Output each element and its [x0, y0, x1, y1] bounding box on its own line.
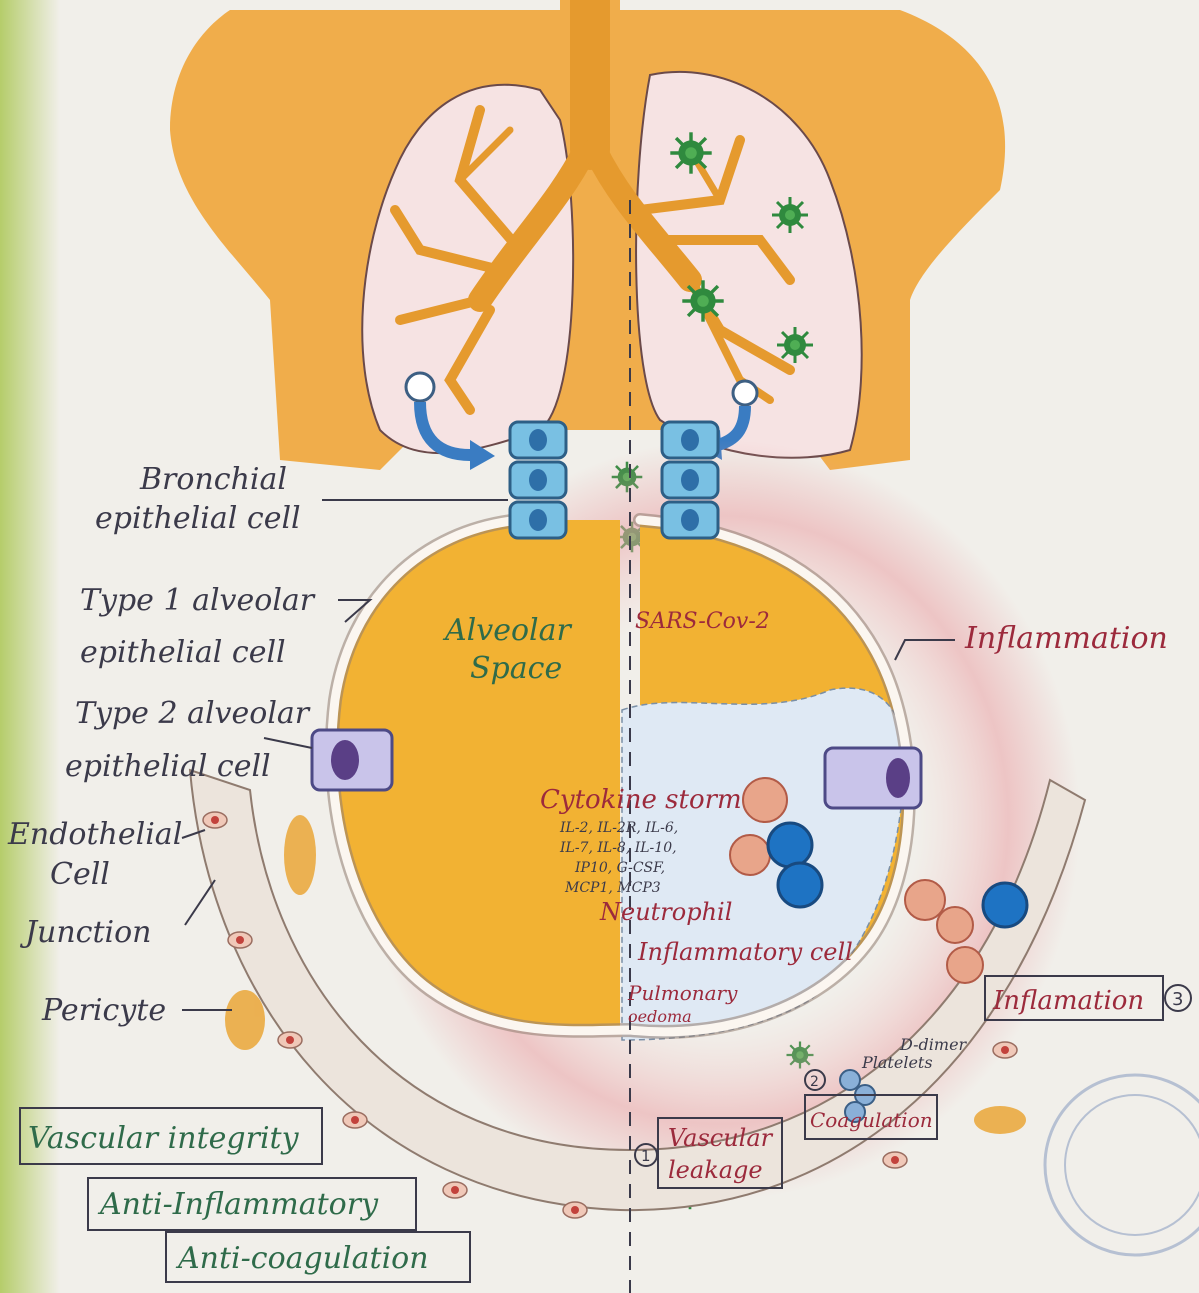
junction-label: Junction [19, 915, 152, 950]
coagulation-box-label: Coagulation [810, 1108, 933, 1132]
cytokine-storm-label: Cytokine storm [540, 785, 742, 815]
anti-inflammatory-label: Anti-Inflammatory [97, 1187, 379, 1222]
type1-label-line2: epithelial cell [80, 635, 286, 670]
pulmonary-label-line2: oedoma [628, 1007, 692, 1026]
cytokine-list-line4: MCP1, MCP3 [564, 880, 661, 896]
vascular-integrity-label: Vascular integrity [28, 1121, 300, 1156]
coagulation-number: 2 [810, 1074, 819, 1090]
type1-label-line1: Type 1 alveolar [80, 583, 316, 618]
vascular-leakage-line1: Vascular [668, 1124, 774, 1152]
cytokine-list-line1: IL-2, IL-2R, IL-6, [559, 820, 678, 836]
bronchial-label-line1: Bronchial [139, 462, 287, 497]
d-dimer-label: D-dimer [899, 1035, 968, 1054]
cytokine-list-line3: IP10, G-CSF, [574, 860, 665, 876]
anti-coagulation-label: Anti-coagulation [175, 1241, 429, 1276]
neutrophil-label: Neutrophil [599, 898, 732, 926]
virus-label: SARS-Cov-2 [635, 609, 770, 634]
type2-label-line1: Type 2 alveolar [75, 696, 311, 731]
platelets-label: Platelets [861, 1053, 933, 1072]
inflammatory-cell-label: Inflammatory cell [637, 938, 853, 966]
vascular-number: 1 [641, 1147, 651, 1165]
vascular-leakage-line2: leakage [668, 1156, 763, 1184]
alveolar-label-line1: Alveolar [442, 613, 573, 648]
inflamation-box-label: Inflamation [992, 986, 1144, 1016]
endothelial-label-line1: Endothelial [7, 817, 182, 852]
cytokine-list-line2: IL-7, IL-8, IL-10, [559, 840, 677, 856]
paper-edge-tint [0, 0, 60, 1293]
endothelial-label-line2: Cell [50, 857, 110, 892]
alveolar-label-line2: Space [470, 651, 562, 686]
type2-label-line2: epithelial cell [65, 749, 271, 784]
bronchial-label-line2: epithelial cell [95, 501, 301, 536]
pericyte-label: Pericyte [41, 993, 166, 1028]
pulmonary-label-line1: Pulmonary [627, 981, 738, 1005]
inflamation-number: 3 [1172, 989, 1183, 1010]
inflammation-label: Inflammation [964, 621, 1168, 656]
